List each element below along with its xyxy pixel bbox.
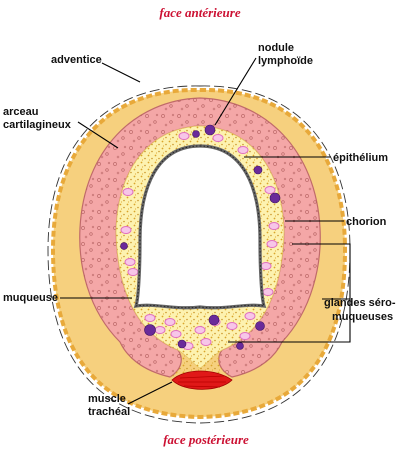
label-glandes-2: muqueuses — [332, 311, 393, 323]
gland — [262, 288, 274, 296]
gland — [170, 330, 182, 338]
lymphoid-nodule — [269, 192, 281, 204]
gland — [164, 318, 176, 326]
label-muqueuse: muqueuse — [3, 292, 58, 304]
leader-adventice — [101, 62, 141, 83]
gland — [120, 226, 132, 234]
lymphoid-nodules — [120, 124, 281, 350]
label-arceau-1: arceau — [3, 106, 38, 118]
sero-mucous-glands — [120, 132, 280, 350]
gland — [266, 240, 278, 248]
face-anterior-label: face antérieure — [159, 5, 240, 20]
lymphoid-nodule — [204, 124, 216, 136]
trachealis-muscle — [171, 370, 233, 390]
lymphoid-nodule — [253, 165, 263, 175]
face-posterior-label: face postérieure — [163, 432, 249, 447]
label-adventice: adventice — [51, 54, 102, 66]
gland — [200, 338, 212, 346]
gland — [212, 134, 224, 142]
label-chorion: chorion — [346, 216, 387, 228]
label-nodule-1: nodule — [258, 42, 294, 54]
lymphoid-nodule — [120, 242, 128, 250]
label-arceau-2: cartilagineux — [3, 119, 72, 131]
label-epithelium: épithélium — [333, 152, 388, 164]
gland — [264, 186, 276, 194]
lymphoid-nodule — [144, 324, 156, 336]
gland — [194, 326, 206, 334]
gland — [226, 322, 238, 330]
gland — [124, 258, 136, 266]
leader-arceau — [77, 121, 119, 149]
gland — [237, 146, 249, 154]
leader-glandes — [228, 243, 351, 343]
gland — [260, 262, 272, 270]
adventice-outline — [47, 85, 351, 424]
gland — [268, 222, 280, 230]
lymphoid-nodule — [177, 339, 187, 349]
leader-nodule — [214, 57, 257, 126]
epithelium-cilia — [135, 145, 265, 309]
gland — [154, 326, 166, 334]
label-muscle-2: trachéal — [88, 406, 130, 418]
lymphoid-nodule — [255, 321, 265, 331]
gland — [127, 268, 139, 276]
lymphoid-nodule — [236, 342, 244, 350]
lymphoid-nodule — [192, 130, 200, 138]
gland — [244, 312, 256, 320]
label-glandes-1: glandes séro- — [324, 297, 396, 309]
label-nodule-2: lymphoïde — [258, 55, 313, 67]
leader-muscle — [127, 381, 173, 405]
gland — [122, 188, 134, 196]
gland — [178, 132, 190, 140]
lymphoid-nodule — [208, 314, 220, 326]
muscle-fibers — [178, 375, 226, 388]
label-muscle-1: muscle — [88, 393, 126, 405]
gland — [144, 314, 156, 322]
gland — [239, 332, 251, 340]
